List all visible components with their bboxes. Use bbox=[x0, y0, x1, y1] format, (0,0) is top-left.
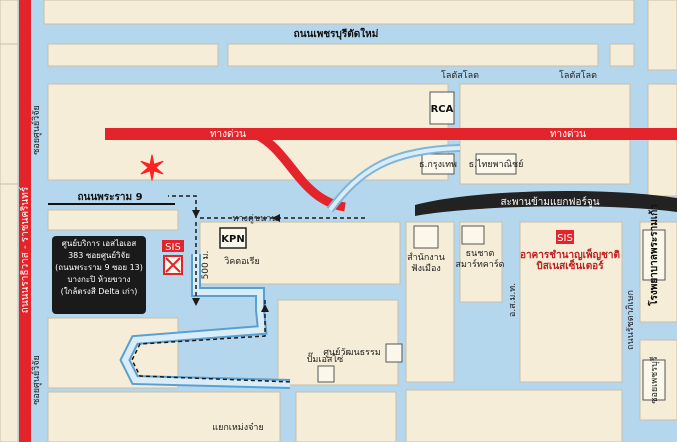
office-building bbox=[413, 225, 439, 249]
rca-label: RCA bbox=[431, 104, 454, 115]
parallel-road-label: ทางคู่ขนาน bbox=[233, 214, 278, 224]
info-box: ศูนย์บริการ เอสไอเอส 383 ซอยศูนย์วิจัย (… bbox=[52, 236, 146, 314]
kpn-building bbox=[219, 227, 247, 249]
soi-label-1: ซอยศูนย์วิจัย bbox=[30, 105, 42, 155]
svg-text:✶: ✶ bbox=[138, 149, 167, 189]
sis-badge-text: SIS bbox=[165, 242, 181, 253]
hospital-building bbox=[642, 229, 666, 281]
bank-label-3: ธนชาต bbox=[466, 249, 495, 259]
road-top-label: ถนนเพชรบุรีตัดใหม่ bbox=[294, 27, 379, 40]
expressway bbox=[105, 128, 677, 140]
esso-building bbox=[317, 365, 335, 383]
bank-building-1 bbox=[421, 153, 455, 175]
soi-label-2: ซอยศูนย์วิจัย bbox=[30, 355, 42, 405]
info-line-4: บางกะปิ ห้วยขวาง bbox=[67, 275, 131, 284]
ratchada-label: ถนนรัชดาภิเษก bbox=[625, 290, 636, 350]
victoria-label: วิคตอเรีย bbox=[224, 256, 260, 267]
expressway-label-1: ทางด่วน bbox=[210, 129, 246, 140]
main-road-label: ถนนนราธิวาส - ราชนครินทร์ bbox=[19, 186, 31, 313]
sis-logo-text: SIS bbox=[557, 233, 573, 244]
bank-label-1: ธ.กรุงเทพ bbox=[419, 160, 457, 170]
info-line-3: (ถนนพระราม 9 ซอย 13) bbox=[55, 263, 143, 272]
expressway-label-2: ทางด่วน bbox=[550, 129, 586, 140]
bridge bbox=[415, 190, 677, 216]
bank-label-2: ธ.ไทยพาณิชย์ bbox=[469, 158, 524, 170]
main-road-left bbox=[19, 0, 31, 442]
kpn-label: KPN bbox=[221, 234, 244, 245]
bridge-label: สะพานข้ามแยกฟอร์จูน bbox=[500, 196, 599, 208]
culture-label: ศูนย์วัฒนธรรม bbox=[323, 346, 381, 358]
esso-label: ปั๊มเอสโซ่ bbox=[307, 352, 344, 365]
bank-building-2 bbox=[475, 153, 517, 175]
right-road-label: ซอยเพชรบุรี bbox=[649, 356, 660, 403]
info-line-5: (ใกล้ตรงสี Delta เก่า) bbox=[60, 287, 138, 296]
sis-building-label-1: อาคารชำนาญเพ็ญชาติ bbox=[520, 247, 620, 261]
culture-building bbox=[385, 343, 403, 363]
buildings bbox=[317, 91, 666, 401]
location-marker-icon: ✶ bbox=[137, 149, 167, 190]
sis-logo-icon bbox=[556, 230, 574, 244]
info-line-1: ศูนย์บริการ เอสไอเอส bbox=[61, 239, 137, 248]
right-building bbox=[642, 359, 666, 401]
post-label: อ.ส.ม.ท. bbox=[508, 283, 518, 317]
office-label-2: ฟังเมือง bbox=[411, 263, 441, 274]
lotus-label-1: โลตัสโลต bbox=[441, 70, 479, 81]
sis-building-label-2: บิสเนสเซ็นเตอร์ bbox=[536, 258, 604, 272]
office-label-1: สำนักงาน bbox=[407, 252, 445, 263]
rama9-label: ถนนพระราม 9 bbox=[77, 192, 142, 203]
lotus-label-2: โลตัสโลต bbox=[559, 70, 597, 81]
hospital-label: โรงพยาบาลพระรามเก้า bbox=[647, 204, 660, 307]
sis-badge bbox=[162, 240, 184, 252]
bank-label-4: สมาร์ทคาร์ด bbox=[456, 258, 505, 270]
junction-label: แยกเหม่งจ๋าย bbox=[212, 422, 263, 433]
bank-building-3 bbox=[461, 225, 485, 245]
distance-label: 500 ม. bbox=[201, 251, 211, 280]
rca-building bbox=[429, 91, 455, 125]
route-arrows bbox=[192, 210, 280, 312]
info-line-2: 383 ซอยศูนย์วิจัย bbox=[68, 251, 130, 260]
